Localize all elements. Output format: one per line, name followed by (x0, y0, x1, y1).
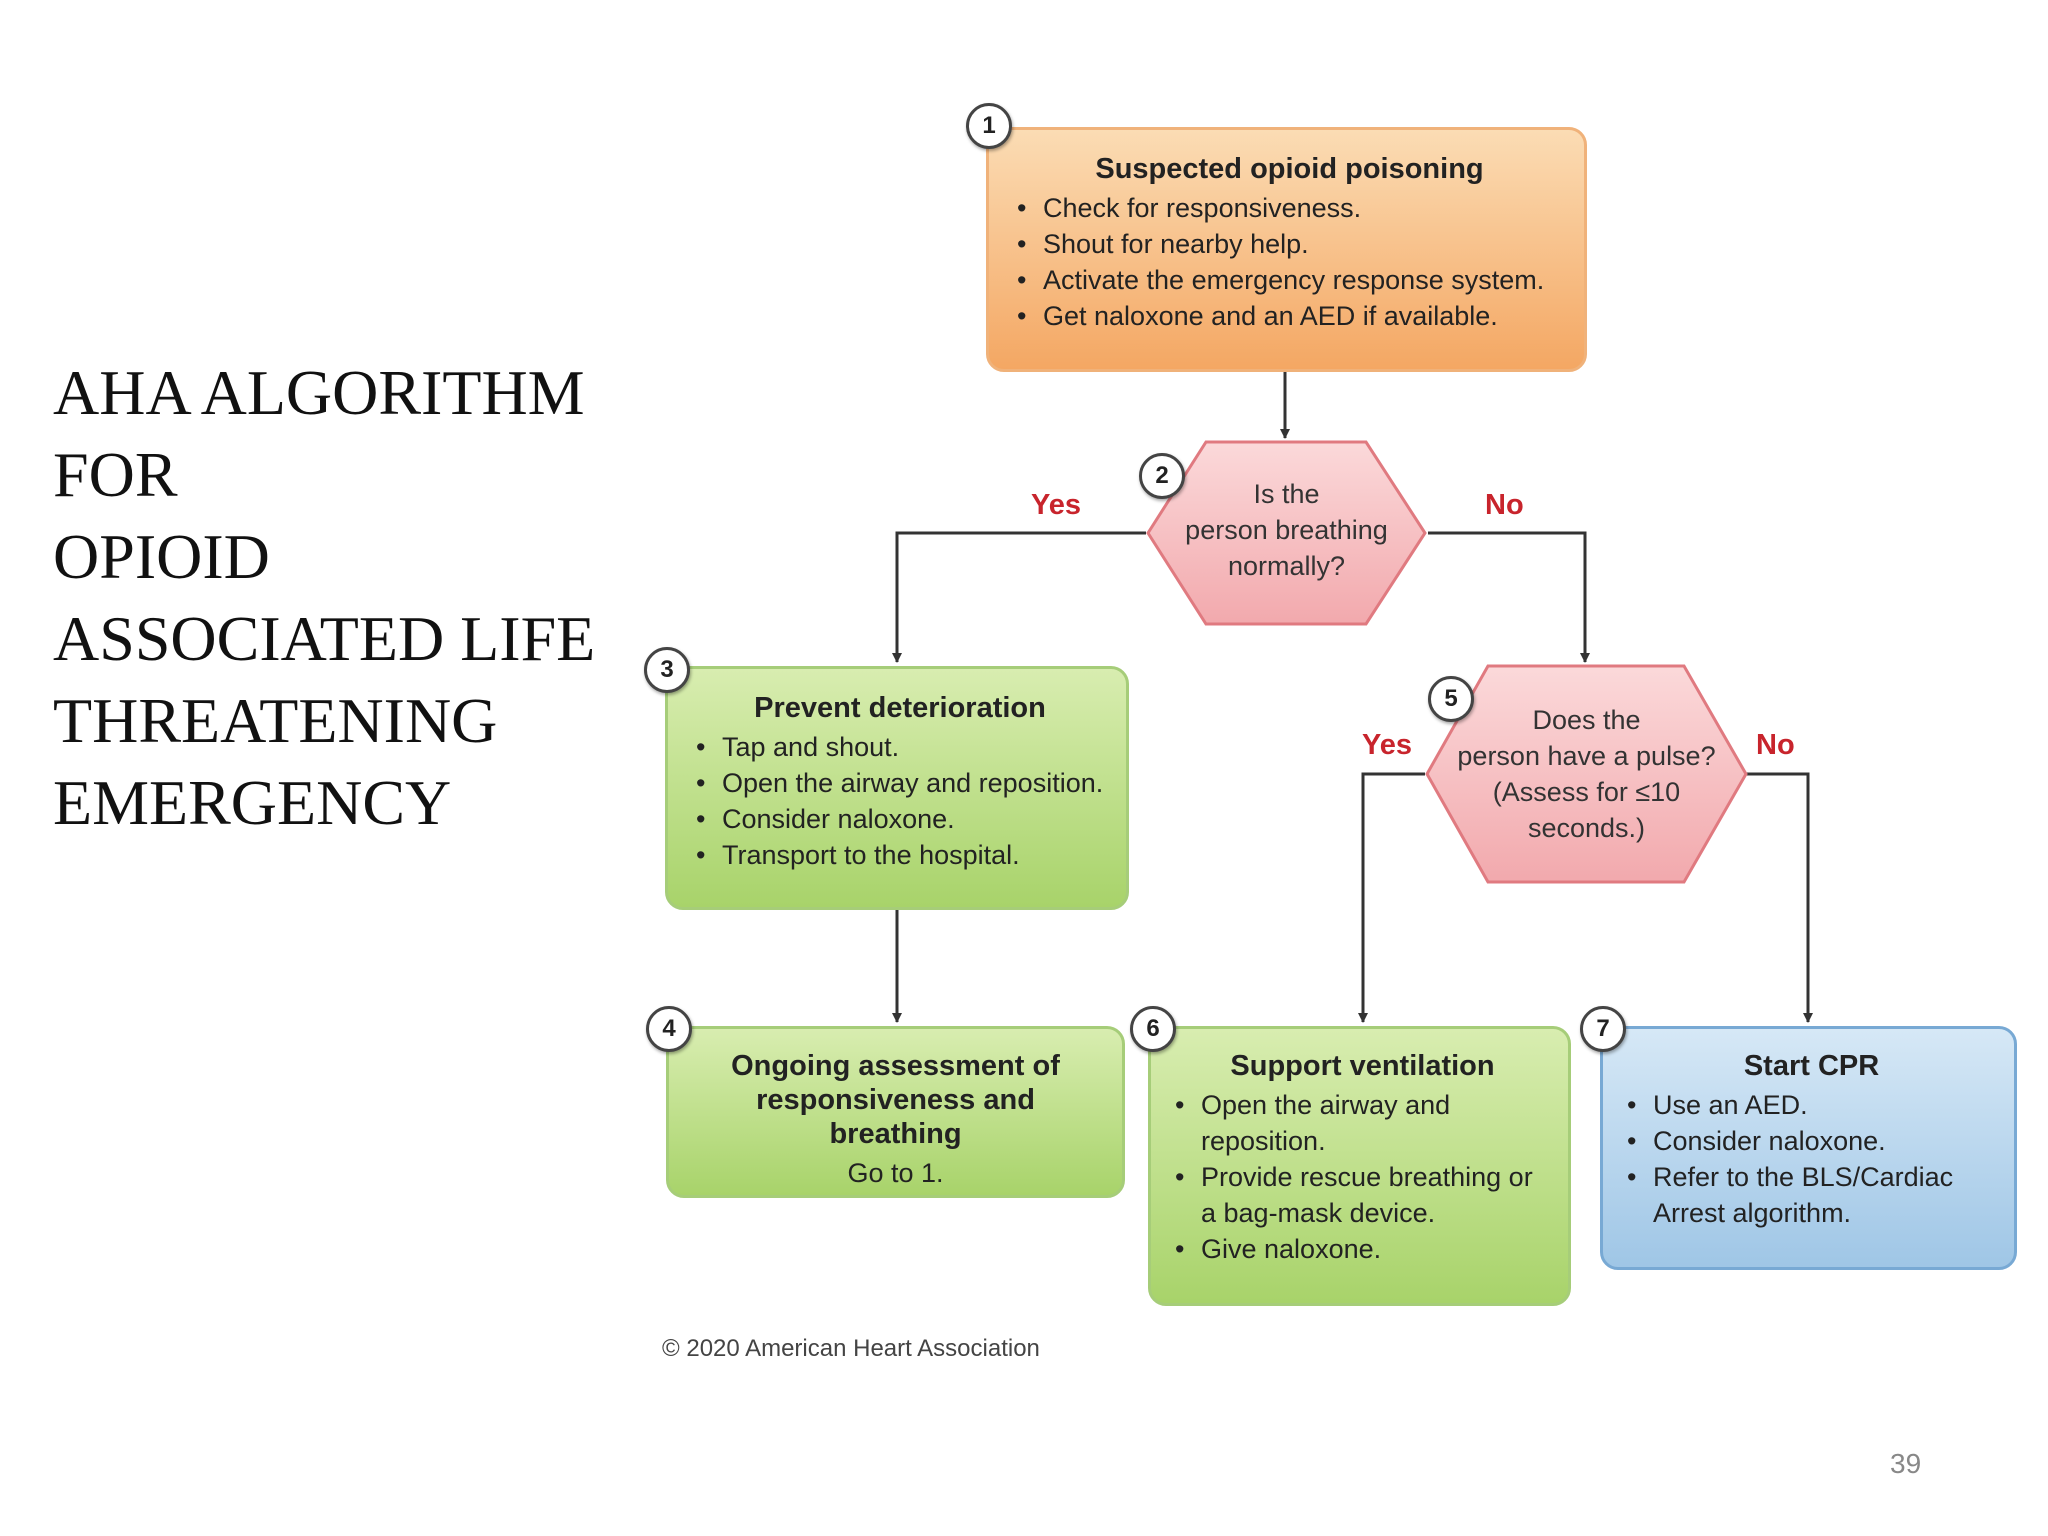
list-item: Activate the emergency response system. (1017, 262, 1562, 298)
step-3-title: Prevent deterioration (754, 692, 1046, 724)
step-1-number-badge: 1 (966, 103, 1012, 149)
question-line: person breathing (1185, 515, 1388, 545)
question-line: (Assess for ≤10 (1492, 777, 1681, 807)
step-7-number-badge: 7 (1580, 1006, 1626, 1052)
question-line: Is the (1253, 479, 1320, 509)
list-item: Open the airway and reposition. (696, 765, 1104, 801)
arrow-5-yes-to-6 (1358, 772, 1425, 1023)
step-3-number-badge: 3 (644, 647, 690, 693)
step-5-number-badge: 5 (1428, 676, 1474, 722)
list-item: Consider naloxone. (696, 801, 1104, 837)
step-1-list: Check for responsiveness. Shout for near… (1017, 190, 1562, 334)
question-line: Does the (1532, 705, 1641, 735)
step-5-no-label: No (1756, 729, 1795, 761)
list-item: Consider naloxone. (1627, 1123, 1996, 1159)
step-6-box: Support ventilation Open the airway and … (1148, 1026, 1571, 1306)
step-2-yes-label: Yes (1031, 489, 1081, 521)
list-item: Get naloxone and an AED if available. (1017, 298, 1562, 334)
question-line: normally? (1227, 551, 1346, 581)
list-item: Shout for nearby help. (1017, 226, 1562, 262)
title-line: EMERGENCY (53, 767, 452, 838)
copyright-notice: © 2020 American Heart Association (662, 1335, 1040, 1362)
step-7-box: Start CPR Use an AED. Consider naloxone.… (1600, 1026, 2017, 1270)
page-number: 39 (1890, 1448, 1922, 1479)
title-line: FOR (53, 439, 178, 510)
list-item: Check for responsiveness. (1017, 190, 1562, 226)
question-line: person have a pulse? (1457, 741, 1716, 771)
step-6-number-badge: 6 (1130, 1006, 1176, 1052)
step-6-list: Open the airway and reposition. Provide … (1175, 1087, 1550, 1267)
step-2-no-label: No (1485, 489, 1524, 521)
step-3-list: Tap and shout. Open the airway and repos… (696, 729, 1104, 873)
list-item: Tap and shout. (696, 729, 1104, 765)
title-line: ASSOCIATED LIFE (53, 603, 596, 674)
step-4-number-badge: 4 (646, 1006, 692, 1052)
list-item: Use an AED. (1627, 1087, 1996, 1123)
list-item: Refer to the BLS/Cardiac Arrest algorith… (1627, 1159, 1996, 1231)
step-5-question: Does the person have a pulse? (Assess fo… (1427, 702, 1746, 846)
list-item: Open the airway and reposition. (1175, 1087, 1550, 1159)
step-3-box: Prevent deterioration Tap and shout. Ope… (665, 666, 1129, 910)
list-item: Transport to the hospital. (696, 837, 1104, 873)
decision-hexagon-pulse (1425, 664, 1748, 884)
arrow-2-no-to-5 (1428, 531, 1590, 663)
step-6-title: Support ventilation (1230, 1050, 1495, 1082)
step-2-number-badge: 2 (1139, 453, 1185, 499)
step-1-box: Suspected opioid poisoning Check for res… (986, 127, 1587, 372)
step-7-title: Start CPR (1743, 1050, 1880, 1082)
list-item: Provide rescue breathing or a bag-mask d… (1175, 1159, 1550, 1231)
step-4-subtitle: Go to 1. (847, 1158, 944, 1188)
title-line: AHA ALGORITHM (53, 357, 585, 428)
step-1-title: Suspected opioid poisoning (1095, 153, 1484, 185)
step-2-question: Is the person breathing normally? (1148, 476, 1425, 584)
question-line: seconds.) (1527, 813, 1646, 843)
arrow-5-no-to-7 (1746, 772, 1813, 1023)
title-line: THREATENING (53, 685, 498, 756)
step-4-box: Ongoing assessment of responsiveness and… (666, 1026, 1125, 1198)
slide-title: AHA ALGORITHM FOR OPIOID ASSOCIATED LIFE… (53, 352, 663, 844)
step-7-list: Use an AED. Consider naloxone. Refer to … (1627, 1087, 1996, 1231)
decision-hexagon-breathing (1146, 440, 1427, 626)
list-item: Give naloxone. (1175, 1231, 1550, 1267)
arrow-2-yes-to-3 (892, 531, 1146, 663)
step-4-title: Ongoing assessment of responsiveness and… (731, 1050, 1060, 1150)
step-5-yes-label: Yes (1362, 729, 1412, 761)
title-line: OPIOID (53, 521, 270, 592)
